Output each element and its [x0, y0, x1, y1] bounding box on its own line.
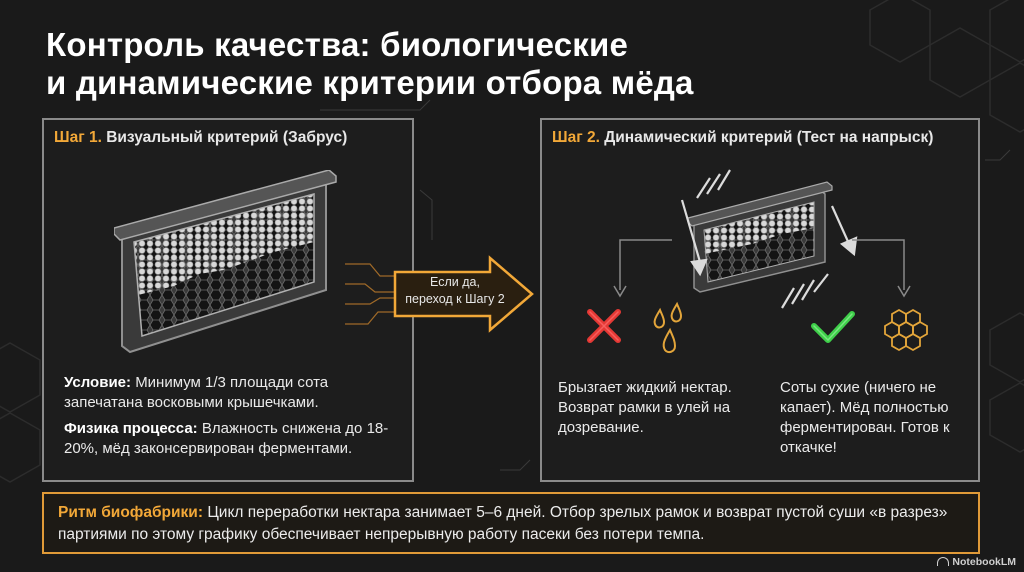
title-line-2: и динамические критерии отбора мёда [46, 64, 694, 101]
step2-title: Динамический критерий (Тест на напрыск) [604, 129, 934, 146]
shake-test-diagram [587, 169, 928, 354]
condition-text: Условие: Минимум 1/3 площади сота запеча… [64, 373, 404, 413]
page-title: Контроль качества: биологические и динам… [46, 26, 694, 102]
physics-text: Физика процесса: Влажность снижена до 18… [64, 419, 409, 459]
step1-panel: Шаг 1. Визуальный критерий (Забрус) Усло… [42, 118, 414, 482]
transition-arrow-icon [345, 255, 534, 333]
bad-result-text: Брызгает жидкий нектар. Возврат рамки в … [558, 379, 732, 436]
brand-name: NotebookLM [952, 556, 1016, 568]
physics-label: Физика процесса: [64, 420, 198, 437]
shaking-frame-icon [687, 181, 833, 293]
step2-panel: Шаг 2. Динамический критерий (Тест на на… [540, 118, 980, 482]
capped-honey-frame-icon [114, 170, 337, 354]
good-result-text: Соты сухие (ничего не капает). Мёд полно… [780, 379, 950, 456]
drops-icon [653, 301, 683, 354]
rhythm-box: Ритм биофабрики: Цикл переработки нектар… [42, 492, 980, 554]
rhythm-body: Цикл переработки нектара занимает 5–6 дн… [58, 504, 948, 543]
step1-heading: Шаг 1. Визуальный критерий (Забрус) [54, 129, 347, 147]
check-icon [811, 311, 855, 343]
brand-logo: NotebookLM [937, 556, 1016, 568]
honeycomb-icon [884, 308, 928, 352]
step1-label: Шаг 1. [54, 129, 102, 146]
transition-label: Если да, переход к Шагу 2 [395, 274, 515, 308]
step2-heading: Шаг 2. Динамический критерий (Тест на на… [552, 129, 933, 147]
condition-body: Минимум 1/3 площади сота запечатана воск… [64, 374, 329, 411]
rhythm-text: Ритм биофабрики: Цикл переработки нектар… [58, 502, 968, 546]
title-line-1: Контроль качества: биологические [46, 26, 629, 63]
condition-label: Условие: [64, 374, 132, 391]
step2-label: Шаг 2. [552, 129, 600, 146]
physics-body: Влажность снижена до 18-20%, мёд законсе… [64, 420, 389, 457]
transition-line-2: переход к Шагу 2 [405, 292, 505, 306]
notebooklm-icon [937, 557, 950, 566]
transition-line-1: Если да, [430, 275, 480, 289]
step1-title: Визуальный критерий (Забрус) [106, 129, 348, 146]
rhythm-label: Ритм биофабрики: [58, 504, 204, 521]
